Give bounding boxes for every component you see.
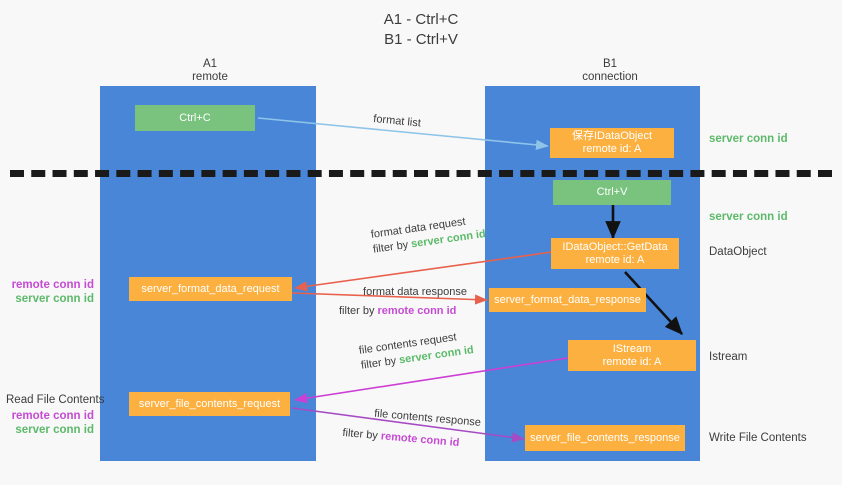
flow-label-file-contents-response: file contents response filter by remote … bbox=[342, 404, 482, 453]
node-idataobject-getdata[interactable]: IDataObject::GetData remote id: A bbox=[551, 238, 679, 269]
node-server-file-contents-response[interactable]: server_file_contents_response bbox=[525, 425, 685, 451]
column-b1-name: B1 bbox=[602, 58, 618, 70]
node-server-format-data-response[interactable]: server_format_data_response bbox=[489, 288, 646, 312]
node-getdata-line1: IDataObject::GetData bbox=[562, 240, 668, 253]
node-istream-line2: remote id: A bbox=[602, 355, 662, 368]
label-server-conn-id-top: server conn id bbox=[709, 133, 788, 145]
title-line-1: A1 - Ctrl+C bbox=[383, 11, 459, 28]
node-getdata-line2: remote id: A bbox=[585, 253, 645, 266]
label-remote-conn-id-2: remote conn id bbox=[11, 410, 94, 422]
flow-format-data-request-filter-prefix: filter by bbox=[372, 238, 413, 256]
label-left-conn-ids-2: remote conn id server conn id bbox=[8, 409, 94, 437]
column-header-a1: A1 remote bbox=[130, 58, 290, 84]
label-server-conn-id-mid: server conn id bbox=[709, 211, 788, 223]
flow-format-data-response-filter-value: remote conn id bbox=[377, 305, 457, 317]
column-header-b1: B1 connection bbox=[520, 58, 700, 84]
flow-label-format-data-request: format data request filter by server con… bbox=[370, 212, 487, 258]
node-idataobject-line2: remote id: A bbox=[582, 143, 642, 155]
node-idataobject-line1: 保存IDataObject bbox=[571, 130, 653, 142]
node-istream-line1: IStream bbox=[612, 342, 652, 355]
column-a1-sub: remote bbox=[192, 71, 228, 83]
flow-format-data-response-filter-prefix: filter by bbox=[339, 305, 378, 317]
node-ctrl-c[interactable]: Ctrl+C bbox=[135, 105, 255, 131]
label-server-conn-id-1: server conn id bbox=[15, 293, 94, 305]
label-remote-conn-id-1: remote conn id bbox=[11, 279, 94, 291]
flow-file-contents-response-filter-value: remote conn id bbox=[380, 430, 460, 450]
phase-divider bbox=[10, 170, 832, 177]
node-server-format-data-response-label: server_format_data_response bbox=[494, 293, 641, 306]
node-ctrl-v-label: Ctrl+V bbox=[596, 186, 628, 198]
label-dataobject: DataObject bbox=[709, 246, 767, 258]
node-idataobject[interactable]: 保存IDataObject remote id: A bbox=[550, 128, 674, 158]
flow-file-contents-request-filter-prefix: filter by bbox=[360, 354, 401, 372]
title-line-2: B1 - Ctrl+V bbox=[384, 31, 458, 48]
node-server-file-contents-request[interactable]: server_file_contents_request bbox=[129, 392, 290, 416]
flow-format-data-response-line1: format data response bbox=[363, 286, 467, 298]
node-ctrl-c-label: Ctrl+C bbox=[179, 111, 211, 124]
flow-file-contents-response-line1: file contents response bbox=[373, 407, 482, 429]
node-server-file-contents-request-label: server_file_contents_request bbox=[138, 397, 281, 410]
label-write-file-contents: Write File Contents bbox=[709, 432, 807, 444]
flow-format-data-response-line2: filter by remote conn id bbox=[339, 304, 491, 319]
label-server-conn-id-2: server conn id bbox=[15, 424, 94, 436]
label-read-file-contents: Read File Contents bbox=[6, 394, 105, 406]
flow-label-format-list: format list bbox=[372, 112, 422, 130]
label-left-conn-ids-1: remote conn id server conn id bbox=[8, 278, 94, 306]
column-a1-name: A1 bbox=[202, 58, 218, 70]
flow-label-file-contents-request: file contents request filter by server c… bbox=[358, 328, 475, 374]
flow-label-format-data-response: format data response filter by remote co… bbox=[339, 285, 491, 319]
node-istream[interactable]: IStream remote id: A bbox=[568, 340, 696, 371]
flow-file-contents-response-filter-prefix: filter by bbox=[341, 426, 382, 443]
node-server-format-data-request-label: server_format_data_request bbox=[141, 282, 280, 295]
node-ctrl-v[interactable]: Ctrl+V bbox=[553, 180, 671, 205]
column-b1-sub: connection bbox=[582, 71, 638, 83]
label-istream: Istream bbox=[709, 351, 748, 363]
diagram-title: A1 - Ctrl+C B1 - Ctrl+V bbox=[0, 10, 842, 50]
flow-file-contents-response-line2: filter by remote conn id bbox=[342, 426, 480, 453]
node-server-file-contents-response-label: server_file_contents_response bbox=[530, 431, 680, 444]
node-server-format-data-request[interactable]: server_format_data_request bbox=[129, 277, 292, 301]
